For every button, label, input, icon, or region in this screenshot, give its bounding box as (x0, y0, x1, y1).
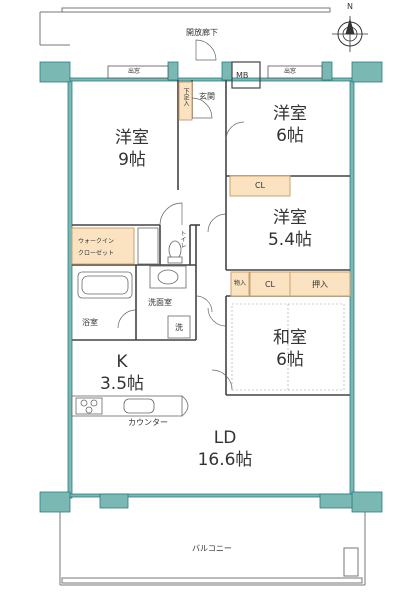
japanese-room-name: 和室 (273, 328, 307, 348)
window-label-left: 出窓 (128, 68, 141, 75)
room3-name: 洋室 (273, 208, 307, 228)
washroom-label: 洗面室 (148, 298, 172, 307)
wall-columns (39, 61, 383, 513)
shoe-storage (178, 81, 193, 121)
walkin-closet-label-2: クローゼット (78, 250, 115, 257)
room1-size: 9帖 (118, 150, 146, 170)
room2-name: 洋室 (273, 104, 307, 124)
entrance-label: 玄関 (199, 92, 215, 101)
washing-machine-space (167, 315, 191, 339)
mb-label: MB (236, 71, 249, 80)
wash-basin (149, 265, 187, 289)
closets (71, 175, 351, 297)
oshiire-label: 押入 (312, 280, 328, 289)
closet1-label: CL (254, 181, 266, 190)
tatami-lines (231, 303, 345, 391)
window-label-right: 出窓 (284, 68, 297, 75)
corridor-lines (39, 7, 331, 46)
toilet-label: トイレ (179, 230, 186, 248)
toilet-details (137, 227, 183, 265)
ld-name: LD (213, 428, 237, 448)
north-compass-icon (332, 16, 368, 52)
closet2-label: CL (264, 280, 276, 289)
counter-label: カウンター (128, 418, 168, 427)
storage-small-label: 物入 (233, 280, 246, 287)
shoe-storage-label: 下足入 (182, 88, 189, 106)
kitchen-size: 3.5帖 (99, 374, 145, 394)
bathtub (77, 271, 133, 299)
balcony-label: バルコニー (192, 544, 232, 553)
washer-label: 洗 (175, 323, 183, 332)
room2-size: 6帖 (276, 126, 304, 146)
room3-size: 5.4帖 (267, 230, 313, 250)
japanese-room-size: 6帖 (276, 350, 304, 370)
ld-size: 16.6帖 (197, 450, 253, 470)
kitchen-counter (71, 395, 189, 417)
corridor-label: 開放廊下 (186, 28, 218, 37)
walkin-closet-label-1: ウォークイン (78, 238, 115, 245)
bathroom-label: 浴室 (82, 318, 98, 327)
kitchen-name: K (116, 352, 128, 372)
balcony (59, 512, 366, 586)
door-swings (117, 39, 245, 391)
compass-north-label: N (347, 2, 353, 11)
room1-name: 洋室 (115, 128, 149, 148)
bay-windows (107, 65, 323, 79)
